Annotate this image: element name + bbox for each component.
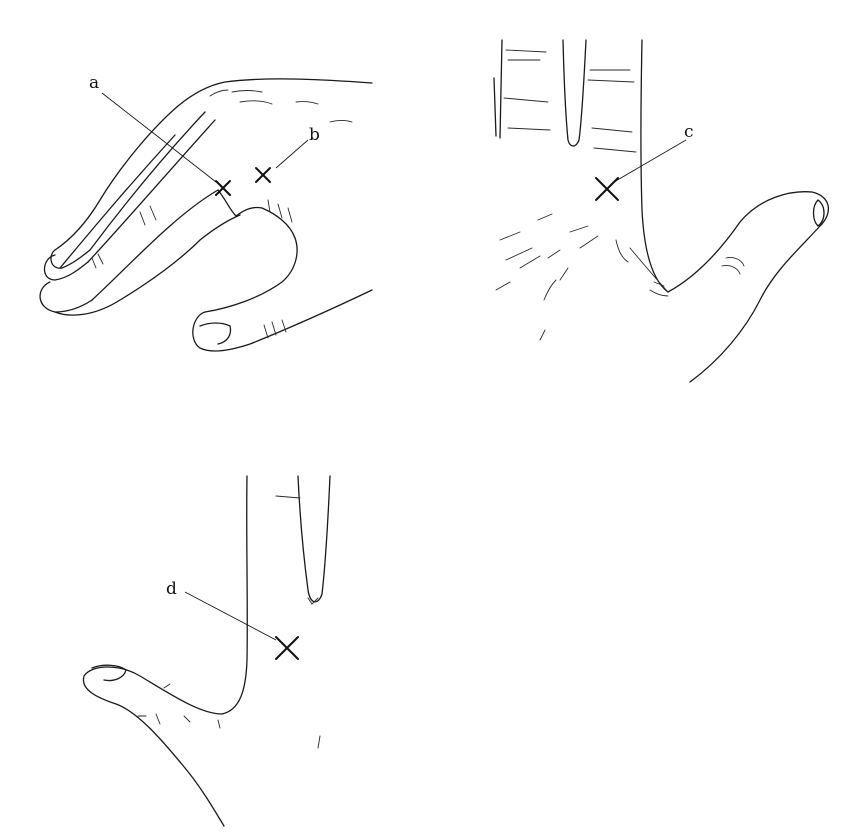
leader-line-d: [184, 591, 277, 641]
label-a: a: [89, 73, 99, 93]
label-b: b: [309, 125, 320, 145]
leader-line-a: [101, 92, 217, 183]
label-d: d: [166, 579, 177, 599]
point-d: d: [166, 579, 299, 660]
figure-back-of-hand: [39, 78, 373, 352]
figure-side-thumb: [82, 475, 331, 827]
figure-palm-thumb: [493, 39, 830, 383]
label-c: c: [684, 122, 694, 142]
point-a: a: [89, 73, 231, 196]
leader-line-c: [613, 139, 687, 183]
leader-line-b: [275, 139, 309, 169]
point-c: c: [595, 122, 694, 201]
point-b: b: [255, 125, 320, 183]
